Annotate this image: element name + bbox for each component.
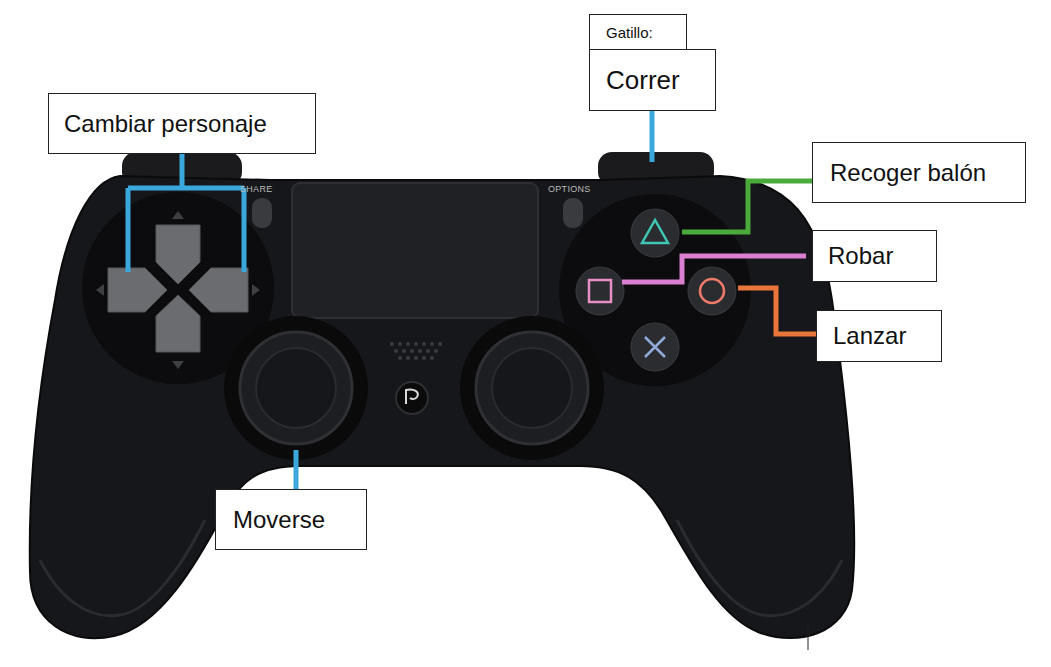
ps-button	[396, 382, 428, 414]
leader-line	[294, 450, 299, 489]
options-button	[563, 198, 583, 228]
label-box: Gatillo:	[589, 14, 687, 50]
circle-symbol	[700, 279, 724, 303]
box-label: Robar	[828, 242, 893, 270]
right-stick	[460, 316, 604, 460]
leader-line	[650, 110, 655, 162]
dpad-left	[108, 268, 167, 312]
left-stick	[224, 316, 368, 460]
button-label: SHARE	[240, 184, 273, 194]
grip-shade	[40, 520, 205, 616]
box-label: Cambiar personaje	[64, 110, 267, 138]
leader-line	[738, 288, 816, 334]
dpad-up	[156, 225, 200, 284]
square-symbol	[589, 280, 611, 302]
box-label: Correr	[606, 65, 680, 96]
label-box: Lanzar	[816, 310, 942, 362]
triangle-symbol	[642, 220, 668, 243]
label-box: Robar	[812, 230, 937, 282]
share-button	[252, 198, 272, 228]
dpad-right	[189, 268, 248, 312]
leader-line	[682, 181, 812, 232]
label-box: Moverse	[215, 489, 367, 550]
box-label: Gatillo:	[606, 24, 653, 41]
controller-body	[30, 176, 855, 638]
leader-lines	[128, 110, 816, 489]
touchpad	[292, 183, 538, 318]
dpad-down	[156, 295, 200, 352]
cross-symbol	[645, 337, 665, 357]
box-label: Recoger balón	[830, 159, 986, 187]
speaker	[390, 342, 442, 360]
label-box: Recoger balón	[812, 142, 1026, 203]
stray-mark	[808, 625, 809, 650]
leader-line	[128, 153, 244, 272]
label-box: Correr	[589, 49, 716, 111]
ps-logo	[406, 389, 418, 404]
leader-line	[622, 256, 806, 282]
box-label: Moverse	[233, 506, 325, 534]
label-box: Cambiar personaje	[48, 93, 316, 154]
dpad-arrows	[96, 211, 260, 369]
button-label: OPTIONS	[548, 184, 591, 194]
box-label: Lanzar	[833, 322, 906, 350]
grip-shade	[677, 520, 842, 616]
